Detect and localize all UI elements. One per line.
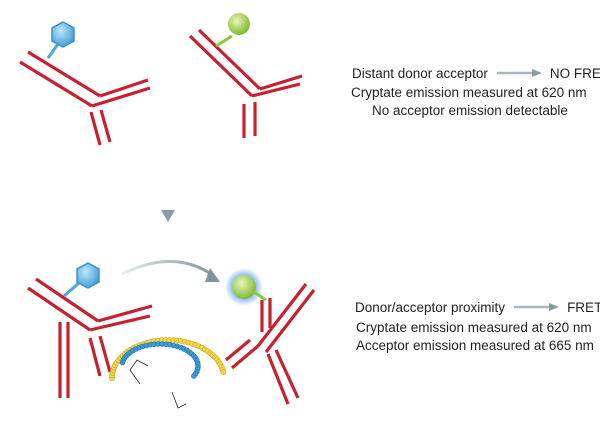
top-result-line: Distant donor acceptor NO FRET bbox=[352, 66, 600, 82]
donor-linker-top bbox=[46, 43, 60, 59]
donor-hexagon-top bbox=[51, 21, 75, 48]
acceptor-linker-bottom bbox=[253, 290, 267, 302]
bottom-result-line: Donor/acceptor proximity FRET bbox=[355, 300, 600, 316]
chain-bead bbox=[191, 373, 197, 379]
donor-hexagon-bottom bbox=[76, 262, 100, 289]
chain-bead bbox=[220, 369, 227, 375]
acceptor-sphere-top bbox=[228, 13, 250, 35]
donor-linker-bottom bbox=[63, 280, 81, 298]
bottom-emission-text: Cryptate emission measured at 620 nm bbox=[356, 320, 592, 335]
antibody-top-right bbox=[188, 28, 303, 138]
top-acceptor-text: No acceptor emission detectable bbox=[372, 103, 568, 118]
bottom-acceptor-text: Acceptor emission measured at 665 nm bbox=[356, 338, 594, 353]
result-arrow-icon bbox=[496, 66, 542, 82]
antibody-bottom-right bbox=[224, 283, 316, 405]
top-line-2: Cryptate emission measured at 620 nm bbox=[351, 85, 587, 101]
bottom-line-2: Cryptate emission measured at 620 nm bbox=[356, 320, 592, 336]
top-result-label: NO FRET bbox=[549, 66, 600, 81]
top-emission-text: Cryptate emission measured at 620 nm bbox=[351, 85, 587, 100]
acceptor-linker-top bbox=[215, 34, 233, 48]
bottom-condition-label: Donor/acceptor proximity bbox=[355, 300, 506, 315]
antibody-bottom-left bbox=[27, 277, 153, 398]
process-down-arrow bbox=[161, 176, 175, 222]
protein-chain-blue bbox=[119, 341, 201, 379]
bottom-line-3: Acceptor emission measured at 665 nm bbox=[356, 338, 594, 354]
acceptor-sphere-bottom bbox=[232, 275, 256, 299]
top-line-3: No acceptor emission detectable bbox=[372, 103, 568, 119]
result-arrow-icon bbox=[513, 300, 560, 316]
top-condition-label: Distant donor acceptor bbox=[352, 66, 488, 81]
bottom-result-label: FRET bbox=[567, 300, 600, 315]
antibody-top-left bbox=[19, 50, 151, 146]
energy-transfer-arrow bbox=[121, 260, 220, 282]
chain-crosslinks bbox=[129, 359, 187, 409]
